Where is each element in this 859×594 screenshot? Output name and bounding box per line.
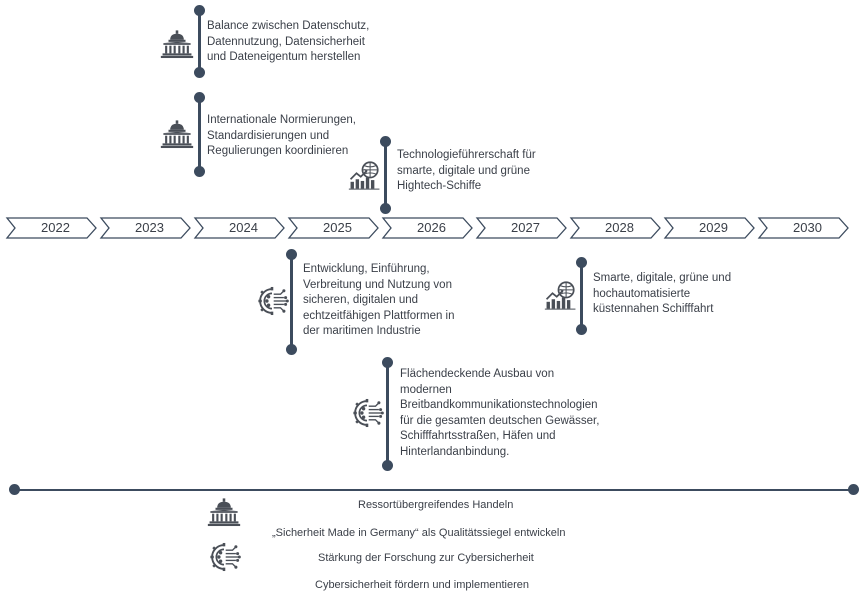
milestone-dot xyxy=(576,324,587,335)
milestone-plattformen-text: Entwicklung, Einführung, Verbreitung und… xyxy=(303,262,455,340)
milestone-connector xyxy=(198,10,201,70)
milestone-connector xyxy=(384,141,387,211)
text-line: Hinterlandanbindung. xyxy=(400,445,510,458)
text-line: für die gesamten deutschen Gewässer, xyxy=(400,414,600,427)
year-chevron xyxy=(193,217,285,239)
milestone-dot xyxy=(576,257,587,268)
text-line: Internationale Normierungen, xyxy=(207,114,356,126)
text-line: Balance zwischen Datenschutz, xyxy=(207,20,370,32)
year-label: 2022 xyxy=(41,220,70,235)
text-line: Datennutzung, Datensicherheit xyxy=(207,35,365,48)
year-chevron xyxy=(569,217,661,239)
text-line: Smarte, digitale, grüne und xyxy=(593,272,732,284)
milestone-dot xyxy=(194,5,205,16)
text-line: Flächendeckende Ausbau von xyxy=(400,368,555,380)
year-label: 2028 xyxy=(605,220,634,235)
digital-gear-icon xyxy=(350,398,384,428)
milestone-dot xyxy=(286,344,297,355)
year-timeline: 2022 2023 2024 2025 2026 2027 2028 2029 2030 xyxy=(5,217,856,239)
text-line: Technologieführerschaft für xyxy=(397,149,536,161)
year-chevron xyxy=(663,217,755,239)
milestone-technologie-text: Technologieführerschaft für smarte, digi… xyxy=(397,148,536,195)
government-building-icon xyxy=(160,29,194,59)
cross-cutting-item: Ressortübergreifendes Handeln xyxy=(358,499,514,511)
cross-cutting-item: Cybersicherheit fördern und implementier… xyxy=(315,579,529,591)
text-line: Regulierungen koordinieren xyxy=(207,145,349,157)
text-line: echtzeitfähigen Plattformen in xyxy=(303,309,455,322)
text-line: modernen xyxy=(400,383,452,396)
milestone-normierung-text: Internationale Normierungen, Standardisi… xyxy=(207,113,356,160)
cross-cutting-item: Stärkung der Forschung zur Cybersicherhe… xyxy=(318,552,534,564)
text-line: hochautomatisierte xyxy=(593,287,691,300)
milestone-breitband-text: Flächendeckende Ausbau von modernen Brei… xyxy=(400,367,599,460)
growth-chart-globe-icon xyxy=(544,280,578,310)
year-label: 2027 xyxy=(511,220,540,235)
milestone-dot xyxy=(194,67,205,78)
text-line: Schifffahrtsstraßen, Häfen und xyxy=(400,430,556,442)
milestone-dot xyxy=(382,460,393,471)
milestone-dot xyxy=(382,357,393,368)
growth-chart-globe-icon xyxy=(348,160,382,190)
milestone-connector xyxy=(290,254,293,350)
milestone-dot xyxy=(194,92,205,103)
year-label: 2024 xyxy=(229,220,258,235)
digital-gear-icon xyxy=(207,542,241,572)
milestone-dot xyxy=(380,203,391,214)
text-line: sicheren, digitalen und xyxy=(303,294,419,306)
text-line: Entwicklung, Einführung, xyxy=(303,263,430,275)
digital-gear-icon xyxy=(255,286,289,316)
text-line: küstennahen Schifffahrt xyxy=(593,303,714,315)
text-line: Hightech-Schiffe xyxy=(397,180,482,192)
milestone-dot xyxy=(380,136,391,147)
milestone-connector xyxy=(386,362,389,467)
milestone-connector xyxy=(198,97,201,171)
year-chevron xyxy=(287,217,379,239)
line-end-dot xyxy=(848,484,859,495)
year-label: 2025 xyxy=(323,220,352,235)
text-line: und Dateneigentum herstellen xyxy=(207,51,361,63)
year-chevrons xyxy=(5,217,849,239)
text-line: Standardisierungen und xyxy=(207,129,330,142)
year-chevron xyxy=(381,217,473,239)
government-building-icon xyxy=(160,119,194,149)
government-building-icon xyxy=(207,497,241,527)
text-line: smarte, digitale und grüne xyxy=(397,164,530,177)
year-chevron xyxy=(475,217,567,239)
text-line: Breitbandkommunikationstechnologien xyxy=(400,399,598,411)
year-chevron xyxy=(99,217,191,239)
year-label: 2030 xyxy=(793,220,822,235)
milestone-datenschutz-text: Balance zwischen Datenschutz, Datennutzu… xyxy=(207,19,369,66)
year-chevron xyxy=(757,217,849,239)
milestone-connector xyxy=(580,262,583,330)
milestone-dot xyxy=(286,249,297,260)
year-chevron xyxy=(5,217,97,239)
year-label: 2023 xyxy=(135,220,164,235)
line-start-dot xyxy=(9,484,20,495)
cross-cutting-item: „Sicherheit Made in Germany“ als Qualitä… xyxy=(272,527,566,539)
cross-cutting-line xyxy=(13,489,856,491)
text-line: der maritimen Industrie xyxy=(303,325,421,337)
milestone-schifffahrt-text: Smarte, digitale, grüne und hochautomati… xyxy=(593,271,731,318)
text-line: Verbreitung und Nutzung von xyxy=(303,278,452,291)
milestone-dot xyxy=(194,166,205,177)
year-label: 2026 xyxy=(417,220,446,235)
year-label: 2029 xyxy=(699,220,728,235)
